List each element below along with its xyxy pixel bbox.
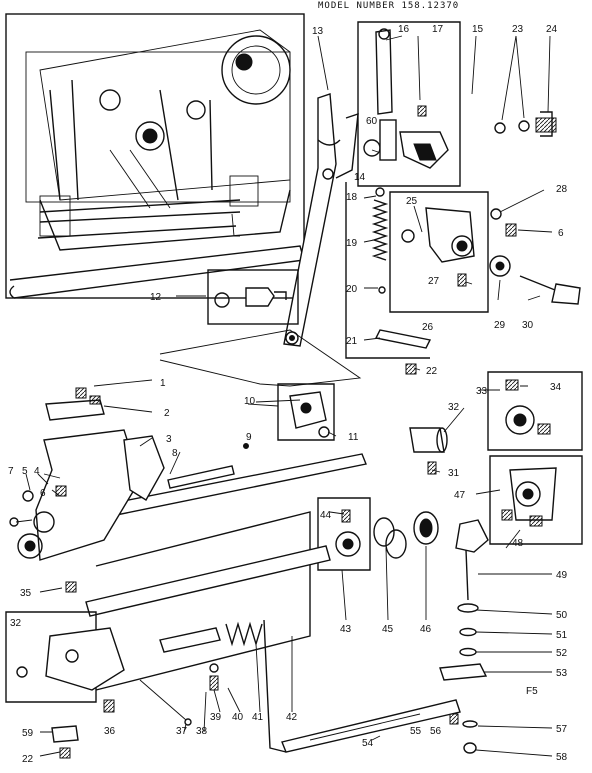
bushing-12 <box>207 269 299 325</box>
callout-6a: 6 <box>40 488 46 499</box>
callout-47: 47 <box>454 490 466 501</box>
group-box-10 <box>277 383 335 441</box>
callout-22b: 22 <box>22 754 34 765</box>
knob-stack-49-58 <box>439 519 489 754</box>
callout-58: 58 <box>556 752 568 763</box>
callout-39: 39 <box>210 712 222 723</box>
group-box-43 <box>317 497 371 571</box>
callout-23: 23 <box>512 24 524 35</box>
group-box-15 <box>357 21 461 187</box>
callout-29: 29 <box>494 320 506 331</box>
callout-6b: 6 <box>558 228 564 239</box>
leader-lines <box>15 35 553 757</box>
callout-57: 57 <box>556 724 568 735</box>
callout-32b: 32 <box>10 618 22 629</box>
callout-51: 51 <box>556 630 568 641</box>
callout-7: 7 <box>8 466 14 477</box>
callout-4: 4 <box>34 466 40 477</box>
discs-45-46 <box>373 511 439 559</box>
callout-5: 5 <box>22 466 28 477</box>
callout-30: 30 <box>522 320 534 331</box>
callout-49: 49 <box>556 570 568 581</box>
group-box-26 <box>389 191 489 313</box>
callout-34: 34 <box>550 382 562 393</box>
callout-41: 41 <box>252 712 264 723</box>
callout-45: 45 <box>382 624 394 635</box>
group-box-35 <box>5 581 125 713</box>
callout-60: 60 <box>366 116 378 127</box>
machine-overview-inset <box>5 13 305 299</box>
feed-bar-54 <box>281 699 461 753</box>
callout-3: 3 <box>166 434 172 445</box>
callout-43: 43 <box>340 624 352 635</box>
callout-55: 55 <box>410 726 422 737</box>
group-box-33 <box>487 371 583 451</box>
bushing-32-31 <box>409 427 448 475</box>
group-box-47 <box>489 455 583 545</box>
callout-54: 54 <box>362 738 374 749</box>
collar-and-thumbscrew-29-30 <box>489 255 581 305</box>
callout-10: 10 <box>244 396 256 407</box>
callout-14: 14 <box>354 172 366 183</box>
callout-50: 50 <box>556 610 568 621</box>
callout-25: 25 <box>406 196 418 207</box>
callout-38: 38 <box>196 726 208 737</box>
callout-16: 16 <box>398 24 410 35</box>
callout-42: 42 <box>286 712 298 723</box>
link-arm-13 <box>283 93 359 347</box>
callout-19: 19 <box>346 238 358 249</box>
callout-56: 56 <box>430 726 442 737</box>
callout-15: 15 <box>472 24 484 35</box>
callout-17: 17 <box>432 24 444 35</box>
callout-12: 12 <box>150 292 162 303</box>
callout-24: 24 <box>546 24 558 35</box>
callout-1: 1 <box>160 378 166 389</box>
callout-40: 40 <box>232 712 244 723</box>
model-number-header: MODEL NUMBER 158.12370 <box>318 1 460 11</box>
callout-20: 20 <box>346 284 358 295</box>
left-bracket-assembly <box>9 387 165 561</box>
callout-59: 59 <box>22 728 34 739</box>
spring-assembly-18-21 <box>345 182 432 375</box>
callout-33: 33 <box>476 386 488 397</box>
callout-9: 9 <box>246 432 252 443</box>
screw-set-23-24 <box>494 111 557 137</box>
callout-31: 31 <box>448 468 460 479</box>
pin-8 <box>167 465 235 489</box>
callout-36: 36 <box>104 726 116 737</box>
callout-37: 37 <box>176 726 188 737</box>
callout-8: 8 <box>172 448 178 459</box>
callout-28: 28 <box>556 184 568 195</box>
screws-28-6 <box>490 208 517 237</box>
callout-53: 53 <box>556 668 568 679</box>
group-box-42 <box>85 511 331 753</box>
callout-35: 35 <box>20 588 32 599</box>
page-code: F5 <box>526 686 538 697</box>
callout-44: 44 <box>320 510 332 521</box>
callout-52: 52 <box>556 648 568 659</box>
callout-2: 2 <box>164 408 170 419</box>
callout-numbers: 1 2 3 4 5 6 6 7 8 9 10 11 12 13 14 15 16… <box>8 24 568 765</box>
callout-13: 13 <box>312 26 324 37</box>
callout-48: 48 <box>512 538 524 549</box>
callout-27: 27 <box>428 276 440 287</box>
callout-18: 18 <box>346 192 358 203</box>
callout-22a: 22 <box>426 366 438 377</box>
small-parts-37-41 <box>139 621 263 726</box>
callout-26: 26 <box>422 322 434 333</box>
callout-46: 46 <box>420 624 432 635</box>
callout-11: 11 <box>348 432 359 443</box>
lower-left-parts-59-22 <box>51 725 79 759</box>
callout-21: 21 <box>346 336 358 347</box>
callout-32a: 32 <box>448 402 460 413</box>
